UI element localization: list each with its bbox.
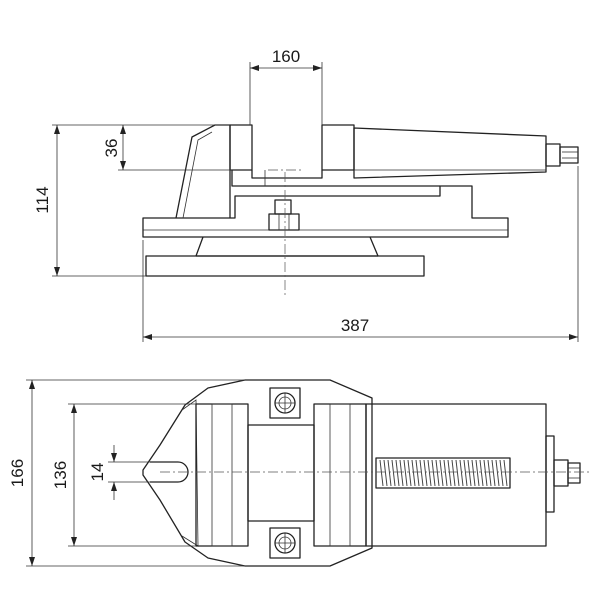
center-bolt-head bbox=[274, 199, 292, 215]
top-view bbox=[142, 379, 590, 567]
dim-overall-width-label: 166 bbox=[8, 459, 27, 487]
top-bolt-bottom bbox=[269, 527, 301, 559]
top-spindle-flange bbox=[545, 435, 555, 513]
dim-overall-length-label: 387 bbox=[341, 316, 369, 335]
slide-block bbox=[231, 170, 440, 187]
top-center-channel bbox=[247, 424, 315, 522]
dim-jaw-width-label: 160 bbox=[272, 47, 300, 66]
top-housing bbox=[365, 403, 547, 547]
top-spindle-square bbox=[567, 462, 581, 484]
side-dimensions: 160 114 36 387 bbox=[33, 47, 579, 342]
top-spindle-end bbox=[553, 459, 569, 487]
top-outer-contour bbox=[142, 379, 373, 567]
dim-overall-height-label: 114 bbox=[33, 186, 52, 213]
swivel-cone bbox=[195, 236, 379, 257]
body-base-flange bbox=[142, 185, 509, 238]
spindle-end bbox=[545, 143, 561, 167]
spindle-thread bbox=[379, 459, 508, 487]
main-rail-housing bbox=[353, 127, 547, 179]
top-dimensions: 166 136 14 bbox=[8, 379, 245, 567]
movable-jaw bbox=[321, 124, 355, 171]
top-fixed-jaw bbox=[195, 403, 249, 547]
dim-slot-width-label: 14 bbox=[88, 463, 107, 482]
fixed-jaw-plate bbox=[229, 124, 253, 171]
fixed-jaw-body bbox=[175, 124, 231, 219]
center-bolt-nut bbox=[268, 213, 300, 231]
dim-jaw-height-label: 36 bbox=[102, 139, 121, 158]
top-bolt-top bbox=[269, 387, 301, 419]
top-spindle-screw bbox=[375, 457, 511, 489]
dim-base-width-label: 136 bbox=[51, 461, 70, 489]
side-view bbox=[142, 124, 579, 296]
spindle-square bbox=[559, 146, 579, 164]
top-movable-jaw bbox=[313, 403, 367, 547]
